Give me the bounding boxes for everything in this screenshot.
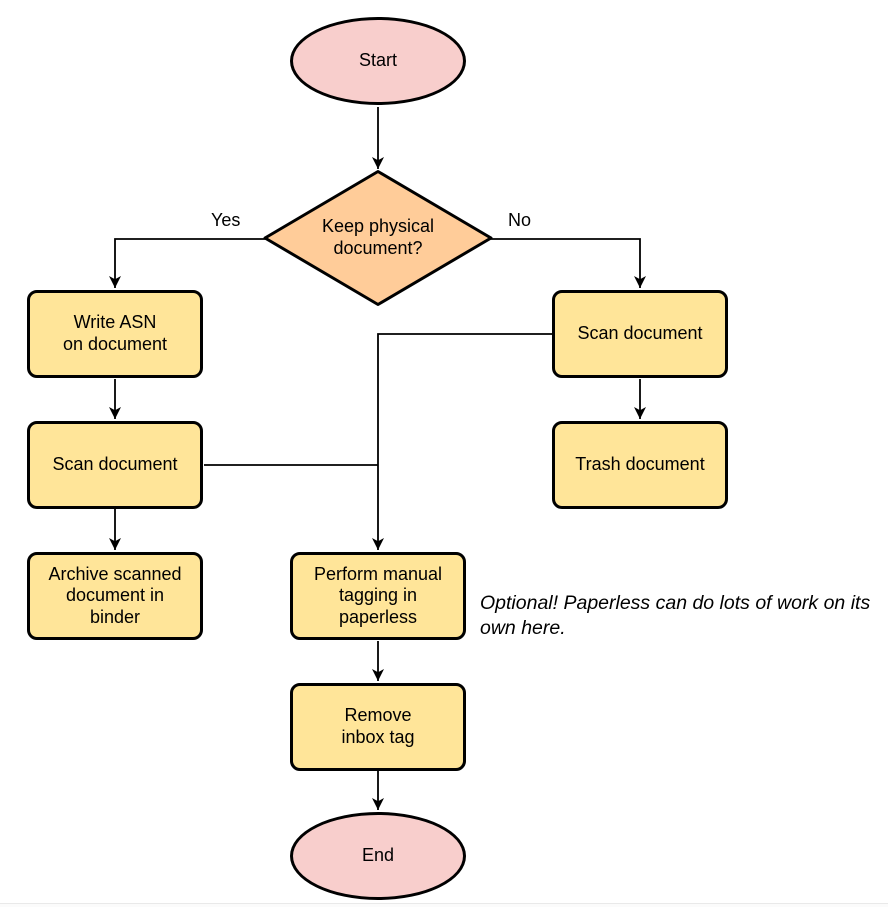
scan-document-right-label: Scan document: [577, 323, 703, 344]
manual-tagging-node: Perform manual tagging in paperless: [290, 552, 466, 640]
end-label: End: [361, 845, 395, 866]
bottom-divider: [0, 903, 888, 904]
scan-document-right-node: Scan document: [552, 290, 728, 378]
manual-tagging-label: Perform manual tagging in paperless: [313, 563, 443, 627]
write-asn-label: Write ASN on document: [62, 312, 168, 354]
edge-scan-right-to-tagging: [372, 333, 553, 550]
decision-diamond-shape: [263, 170, 493, 306]
trash-document-label: Trash document: [575, 454, 705, 475]
edge-decision-no-to-scan-right: [490, 238, 646, 288]
trash-document-node: Trash document: [552, 421, 728, 509]
edge-label-no: No: [508, 210, 532, 230]
edge-decision-yes-to-write-asn: [109, 238, 266, 288]
bottom-strip: [0, 904, 888, 907]
annotation-text: Optional! Paperless can do lots of work …: [480, 592, 871, 639]
write-asn-node: Write ASN on document: [27, 290, 203, 378]
remove-inbox-tag-label: Remove inbox tag: [341, 705, 415, 747]
archive-node: Archive scanned document in binder: [27, 552, 203, 640]
edge-label-yes: Yes: [211, 210, 241, 230]
start-label: Start: [358, 50, 397, 71]
remove-inbox-tag-node: Remove inbox tag: [290, 683, 466, 771]
scan-document-left-node: Scan document: [27, 421, 203, 509]
archive-label: Archive scanned document in binder: [48, 563, 182, 627]
scan-document-left-label: Scan document: [52, 454, 178, 475]
start-node: Start: [290, 17, 466, 105]
decision-label: Keep physical document?: [321, 216, 435, 258]
end-node: End: [290, 812, 466, 900]
